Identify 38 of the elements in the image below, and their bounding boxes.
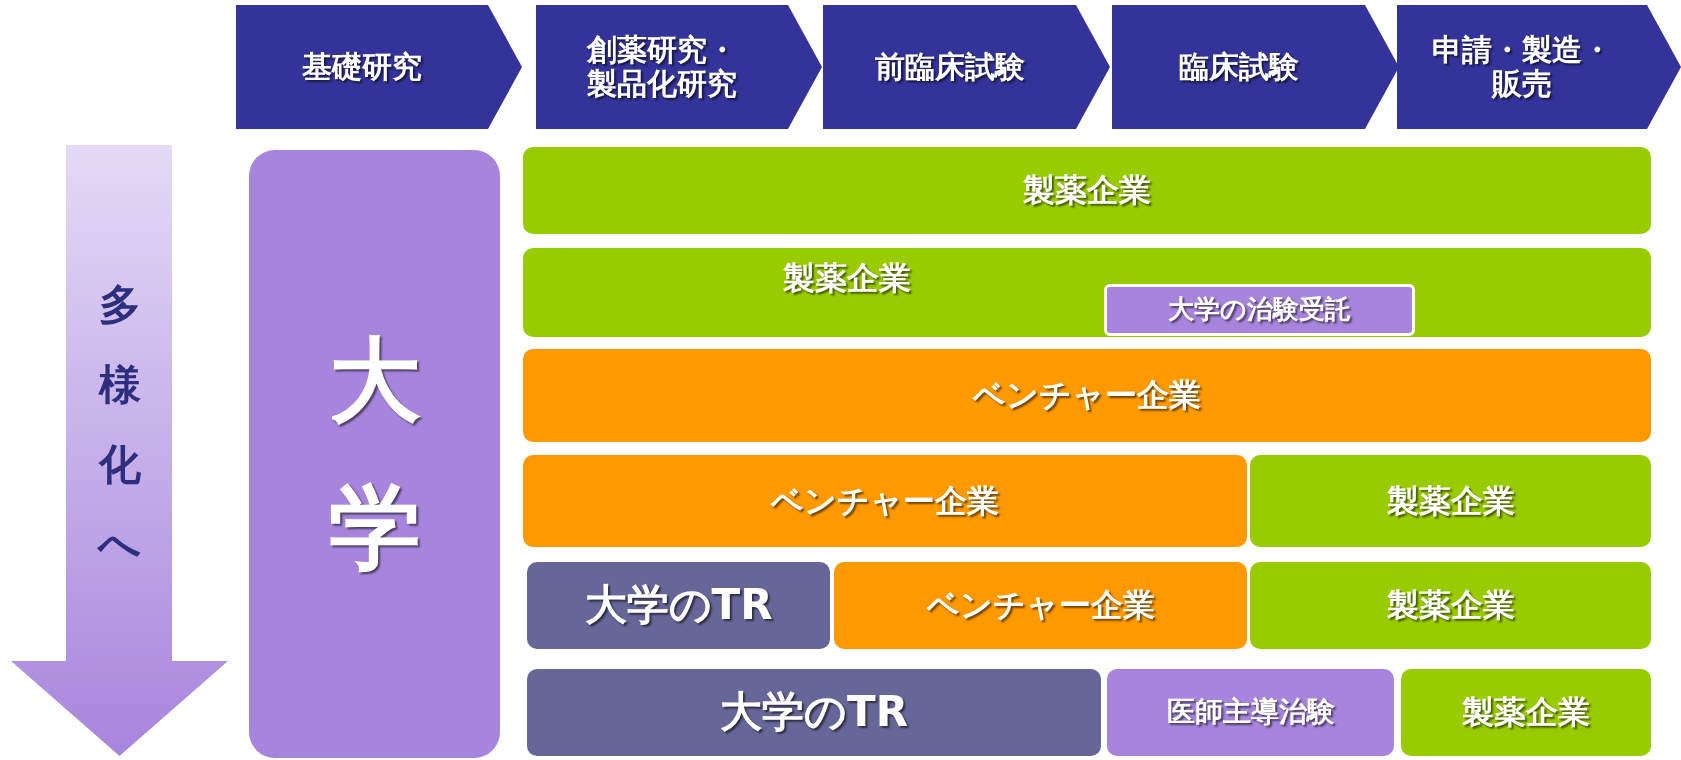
- process-step-box: [823, 5, 1110, 129]
- box-label: 大学の治験受託: [1168, 295, 1351, 325]
- inset-box: [1104, 284, 1415, 336]
- organization-bar: [834, 562, 1247, 649]
- stage-label: 申請・製造・販売: [1431, 32, 1613, 102]
- box-label: ベンチャー企業: [973, 377, 1201, 414]
- stage-label: 基礎研究: [302, 49, 422, 85]
- box-label: 大学: [327, 325, 422, 583]
- box-label: ベンチャー企業: [926, 587, 1155, 624]
- process-step-box: [536, 5, 822, 129]
- organization-bar: [1250, 562, 1651, 649]
- university-column: [249, 150, 500, 758]
- stage-label: 臨床試験: [1178, 49, 1299, 85]
- organization-bar: [527, 669, 1101, 756]
- organization-bar: [1250, 455, 1651, 547]
- stage-label: 創薬研究・製品化研究: [586, 32, 738, 102]
- organization-bar: [1107, 669, 1394, 756]
- process-step-box: [1112, 5, 1399, 129]
- down-arrow: [11, 145, 228, 756]
- stage-label: 前臨床試験: [874, 49, 1025, 85]
- box-label: ベンチャー企業: [771, 482, 999, 520]
- process-step-box: [236, 5, 522, 129]
- organization-bar: [523, 455, 1247, 547]
- organization-bar: [523, 349, 1651, 442]
- box-label: 製薬企業: [783, 260, 911, 297]
- box-label: 製薬企業: [1386, 587, 1515, 624]
- organization-bar: [523, 248, 1651, 337]
- organization-bar: [1401, 669, 1651, 756]
- organization-bar: [527, 562, 830, 649]
- box-label: 製薬企業: [1023, 172, 1151, 209]
- organization-bar: [523, 147, 1651, 234]
- arrow-label: 多様化へ: [96, 279, 142, 571]
- box-label: 医師主導治験: [1166, 696, 1335, 729]
- process-step-box: [1397, 5, 1681, 129]
- box-label: 製薬企業: [1386, 482, 1515, 520]
- box-label: 大学のTR: [720, 688, 908, 737]
- box-label: 製薬企業: [1462, 694, 1590, 731]
- box-label: 大学のTR: [584, 581, 773, 630]
